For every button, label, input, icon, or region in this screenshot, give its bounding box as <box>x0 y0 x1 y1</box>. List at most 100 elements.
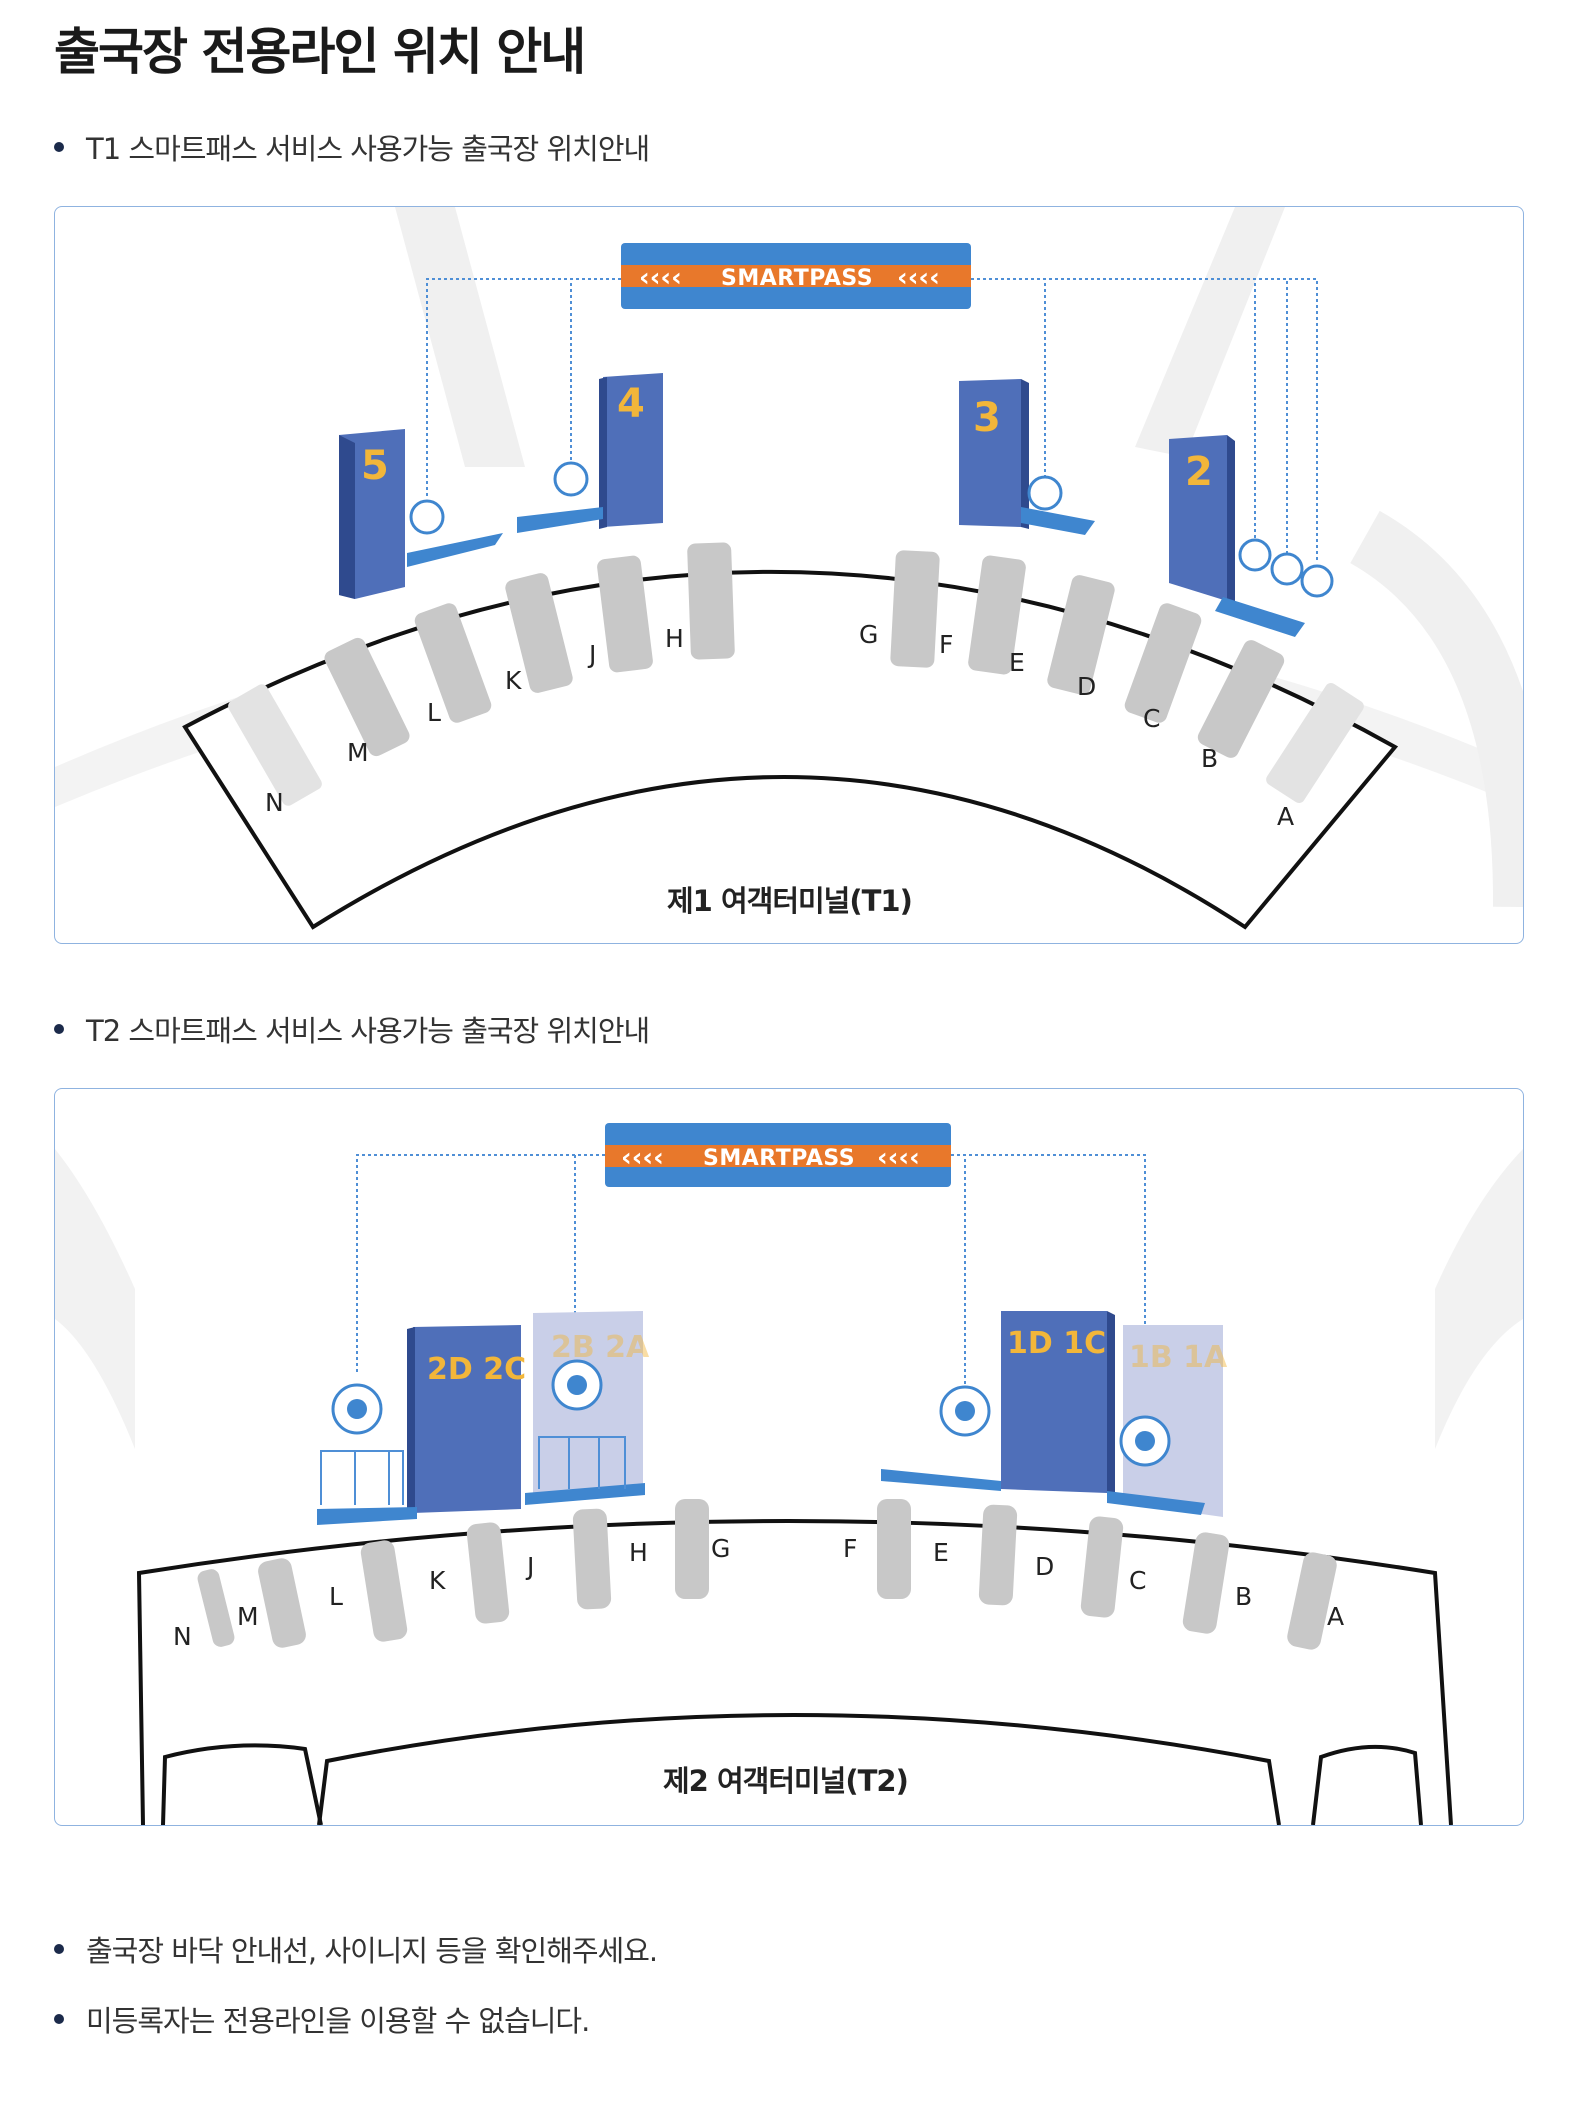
bullet-icon <box>54 142 64 152</box>
t2-map-svg: N M L K J H G F E D C B A ‹‹‹‹ SMARTPASS <box>55 1123 1523 1825</box>
counter-label: D <box>1035 1552 1054 1581</box>
bullet-icon <box>54 1024 64 1034</box>
counter-j <box>597 555 653 673</box>
footprint-icon <box>567 1375 587 1395</box>
counter-label: D <box>1077 672 1096 701</box>
t2-smartpass-banner: ‹‹‹‹ SMARTPASS ‹‹‹‹ <box>605 1123 951 1187</box>
gate-number: 5 <box>361 443 389 489</box>
footprint-icon <box>1300 564 1334 598</box>
counter-label: B <box>1201 744 1218 773</box>
t1-map-svg: N M L K J H G F E D C B A ‹‹‹‹ <box>55 207 1523 930</box>
counter-label: N <box>265 788 284 817</box>
footprint-icon <box>1135 1431 1155 1451</box>
t1-gate-2: 2 <box>1169 435 1334 637</box>
t1-terminal-label: 제1 여객터미널(T1) <box>667 884 912 918</box>
note-item: 미등록자는 전용라인을 이용할 수 없습니다. <box>54 1998 590 2040</box>
counter-label: G <box>711 1534 730 1563</box>
t2-map: N M L K J H G F E D C B A ‹‹‹‹ SMARTPASS <box>54 1088 1524 1826</box>
counter-n <box>197 1569 235 1647</box>
t1-map: N M L K J H G F E D C B A ‹‹‹‹ <box>54 206 1524 944</box>
counter-b <box>1266 682 1364 804</box>
t1-gate-4: 4 <box>517 373 663 533</box>
counter-l <box>414 603 492 723</box>
chevrons-right-icon: ‹‹‹‹ <box>877 1143 920 1173</box>
counter-c <box>1182 1532 1230 1634</box>
gate-number: 2D 2C <box>427 1352 526 1387</box>
footprint-icon <box>955 1401 975 1421</box>
counter-d <box>1124 603 1202 723</box>
counter-c <box>1197 640 1285 758</box>
counter-label: J <box>587 640 596 669</box>
counter-label: G <box>859 620 878 649</box>
t2-gate-1b-1a: 1B 1A <box>1107 1325 1228 1517</box>
counter-label: B <box>1235 1582 1252 1611</box>
t1-gate-5: 5 <box>339 429 503 599</box>
chevrons-left-icon: ‹‹‹‹ <box>639 263 682 293</box>
counter-label: J <box>525 1552 534 1581</box>
t2-terminal-outline <box>136 1519 1453 1825</box>
t1-counter-labels: N M L K J H G F E D C B A <box>265 620 1294 831</box>
footprint-icon <box>1270 552 1304 586</box>
t2-gate-2d-2c: 2D 2C <box>317 1325 526 1525</box>
t2-heading: T2 스마트패스 서비스 사용가능 출국장 위치안내 <box>54 1008 650 1050</box>
counter-label: F <box>843 1534 857 1563</box>
gate-number: 1B 1A <box>1129 1340 1228 1375</box>
counter-label: L <box>427 698 441 727</box>
gate-number: 2B 2A <box>551 1330 650 1365</box>
counter-h <box>675 1499 709 1599</box>
counter-label: H <box>629 1538 648 1567</box>
counter-e <box>978 1504 1018 1606</box>
t2-gate-1d-1c: 1D 1C <box>881 1311 1115 1495</box>
counter-label: E <box>1009 648 1025 677</box>
counter-b <box>1287 1552 1337 1650</box>
gate-number: 2 <box>1185 449 1213 495</box>
t1-heading: T1 스마트패스 서비스 사용가능 출국장 위치안내 <box>54 126 650 168</box>
counter-label: K <box>429 1566 446 1595</box>
footprint-icon <box>409 499 445 535</box>
t1-gate-3: 3 <box>959 379 1095 535</box>
counter-f <box>877 1499 911 1599</box>
counter-label: M <box>237 1602 259 1631</box>
counter-e <box>1047 575 1115 695</box>
footprint-icon <box>1027 475 1063 511</box>
counter-m <box>258 1558 306 1648</box>
counter-j <box>572 1508 612 1610</box>
counter-label: C <box>1143 704 1160 733</box>
footprint-icon <box>1238 538 1272 572</box>
t2-background-shapes <box>55 1149 1523 1449</box>
counter-k <box>466 1522 510 1624</box>
t1-guide-lines <box>426 278 1318 563</box>
counter-label: A <box>1277 802 1294 831</box>
counter-d <box>1080 1516 1124 1618</box>
t2-terminal-label: 제2 여객터미널(T2) <box>663 1764 908 1798</box>
counter-k <box>505 573 573 693</box>
counter-label: A <box>1327 1602 1344 1631</box>
counter-f <box>968 555 1026 675</box>
note-text: 미등록자는 전용라인을 이용할 수 없습니다. <box>86 2004 590 2038</box>
t1-counters <box>228 542 1364 806</box>
counter-n <box>228 684 322 806</box>
gate-number: 4 <box>617 381 645 427</box>
gate-number: 3 <box>973 395 1001 441</box>
chevrons-left-icon: ‹‹‹‹ <box>621 1143 664 1173</box>
counter-l <box>360 1540 408 1642</box>
counter-g <box>890 550 940 668</box>
t2-counter-labels: N M L K J H G F E D C B A <box>173 1534 1344 1651</box>
counter-label: N <box>173 1622 192 1651</box>
note-item: 출국장 바닥 안내선, 사이니지 등을 확인해주세요. <box>54 1928 658 1970</box>
chevrons-right-icon: ‹‹‹‹ <box>897 263 940 293</box>
t1-heading-text: T1 스마트패스 서비스 사용가능 출국장 위치안내 <box>86 132 650 166</box>
footprint-icon <box>553 461 589 497</box>
counter-m <box>324 637 410 757</box>
bullet-icon <box>54 2014 64 2024</box>
t1-banner-text: SMARTPASS <box>721 266 873 291</box>
counter-h <box>687 542 735 660</box>
counter-label: K <box>505 666 522 695</box>
counter-label: H <box>665 624 684 653</box>
t1-smartpass-banner: ‹‹‹‹ SMARTPASS ‹‹‹‹ <box>621 243 971 309</box>
page-title: 출국장 전용라인 위치 안내 <box>54 23 586 81</box>
counter-label: C <box>1129 1566 1146 1595</box>
counter-label: M <box>347 738 369 767</box>
counter-label: F <box>939 630 953 659</box>
gate-number: 1D 1C <box>1007 1326 1106 1361</box>
